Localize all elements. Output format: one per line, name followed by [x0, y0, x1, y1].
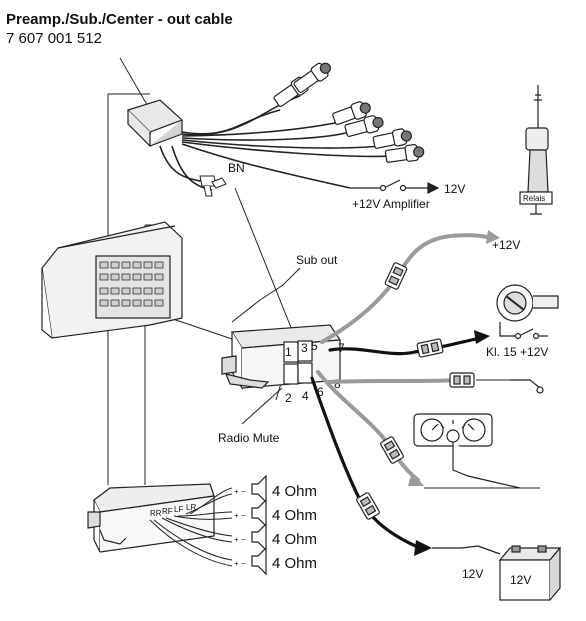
speaker-4: + − 4 Ohm [234, 546, 317, 576]
speaker-3-polarity: + − [234, 535, 246, 544]
rca-plugs [273, 62, 425, 163]
radio-mute-label: Radio Mute [218, 431, 280, 445]
speaker-1-polarity: + − [234, 487, 246, 496]
speaker-list: + − 4 Ohm + − 4 Ohm + − 4 Ohm + − 4 Ohm [234, 474, 317, 576]
pin-3-label: 3 [301, 341, 308, 355]
speaker-1-icon [251, 474, 267, 504]
iso-adapter [221, 324, 342, 391]
amplifier-remote-switch [350, 179, 440, 194]
connector-label-lf: LF [174, 505, 183, 514]
preamp-cable: BN [126, 62, 425, 197]
speaker-wires [149, 487, 233, 567]
pin-6-label: 6 [317, 385, 324, 399]
speaker-connector-labels: RR RF LF LR [150, 503, 196, 518]
sub-out-label: Sub out [296, 253, 338, 267]
antenna-plus12v-label: +12V [492, 238, 520, 252]
part-number: 7 607 001 512 [6, 30, 102, 47]
connector-label-rf: RF [162, 507, 173, 516]
connector-label-rr: RR [150, 509, 162, 518]
fuse-holder-icon [449, 372, 475, 388]
battery-lead [432, 379, 544, 555]
rca-plug-icon [332, 101, 371, 126]
ignition-switch [496, 284, 559, 340]
pin-1-label: 1 [285, 345, 292, 359]
fuse-holder-icon [380, 436, 404, 464]
speaker-3: + − 4 Ohm [234, 522, 317, 552]
fuse-holder-icon [416, 338, 444, 358]
speaker-3-label: 4 Ohm [272, 531, 317, 548]
speaker-2: + − 4 Ohm [234, 498, 317, 528]
car-radio [41, 221, 183, 339]
amp-12v-label: 12V [444, 182, 465, 196]
pin-8-label: 8 [334, 377, 341, 391]
grey-wire-extensions [424, 379, 540, 489]
rca-plug-icon [384, 143, 425, 163]
battery-12v-label: 12V [510, 573, 531, 587]
speaker-connector-block [87, 483, 215, 553]
pin-4-label: 4 [302, 389, 309, 403]
pin-2-label: 2 [285, 391, 292, 405]
bn-label: BN [228, 161, 245, 175]
black-wires [310, 336, 482, 550]
inline-fuse-holders [356, 262, 475, 520]
bn-spade-connectors [199, 175, 227, 197]
speaker-2-icon [251, 498, 267, 528]
fuse-holder-icon [356, 492, 380, 520]
rca-plug-icon [344, 115, 384, 137]
speaker-3-icon [251, 522, 267, 552]
amp-plus12v-label: +12V Amplifier [352, 197, 430, 211]
speaker-2-polarity: + − [234, 511, 246, 520]
speaker-4-icon [251, 546, 267, 576]
connector-label-lr: LR [186, 503, 196, 512]
speaker-2-label: 4 Ohm [272, 507, 317, 524]
speaker-1: + − 4 Ohm [234, 474, 317, 504]
preamp-connector [126, 99, 184, 148]
fuse-holder-icon [384, 262, 408, 290]
black-wire-arrows [414, 330, 490, 556]
speaker-4-polarity: + − [234, 559, 246, 568]
grey-wire-arrows [408, 230, 500, 486]
radio-iso-socket [99, 261, 164, 307]
rca-plug-icon [372, 128, 412, 149]
car-battery [498, 545, 562, 601]
battery-12v-text: 12V [462, 567, 483, 581]
rca-plug-icon [293, 62, 331, 94]
diagram-title: Preamp./Sub./Center - out cable [6, 11, 233, 28]
power-antenna [519, 85, 553, 215]
speaker-1-label: 4 Ohm [272, 483, 317, 500]
dash-instruments [413, 413, 521, 489]
speaker-4-label: 4 Ohm [272, 555, 317, 572]
relais-label: Relais [523, 194, 545, 203]
pin-5-label: 5 [311, 339, 318, 353]
kl15-label: Kl. 15 +12V [486, 345, 548, 359]
